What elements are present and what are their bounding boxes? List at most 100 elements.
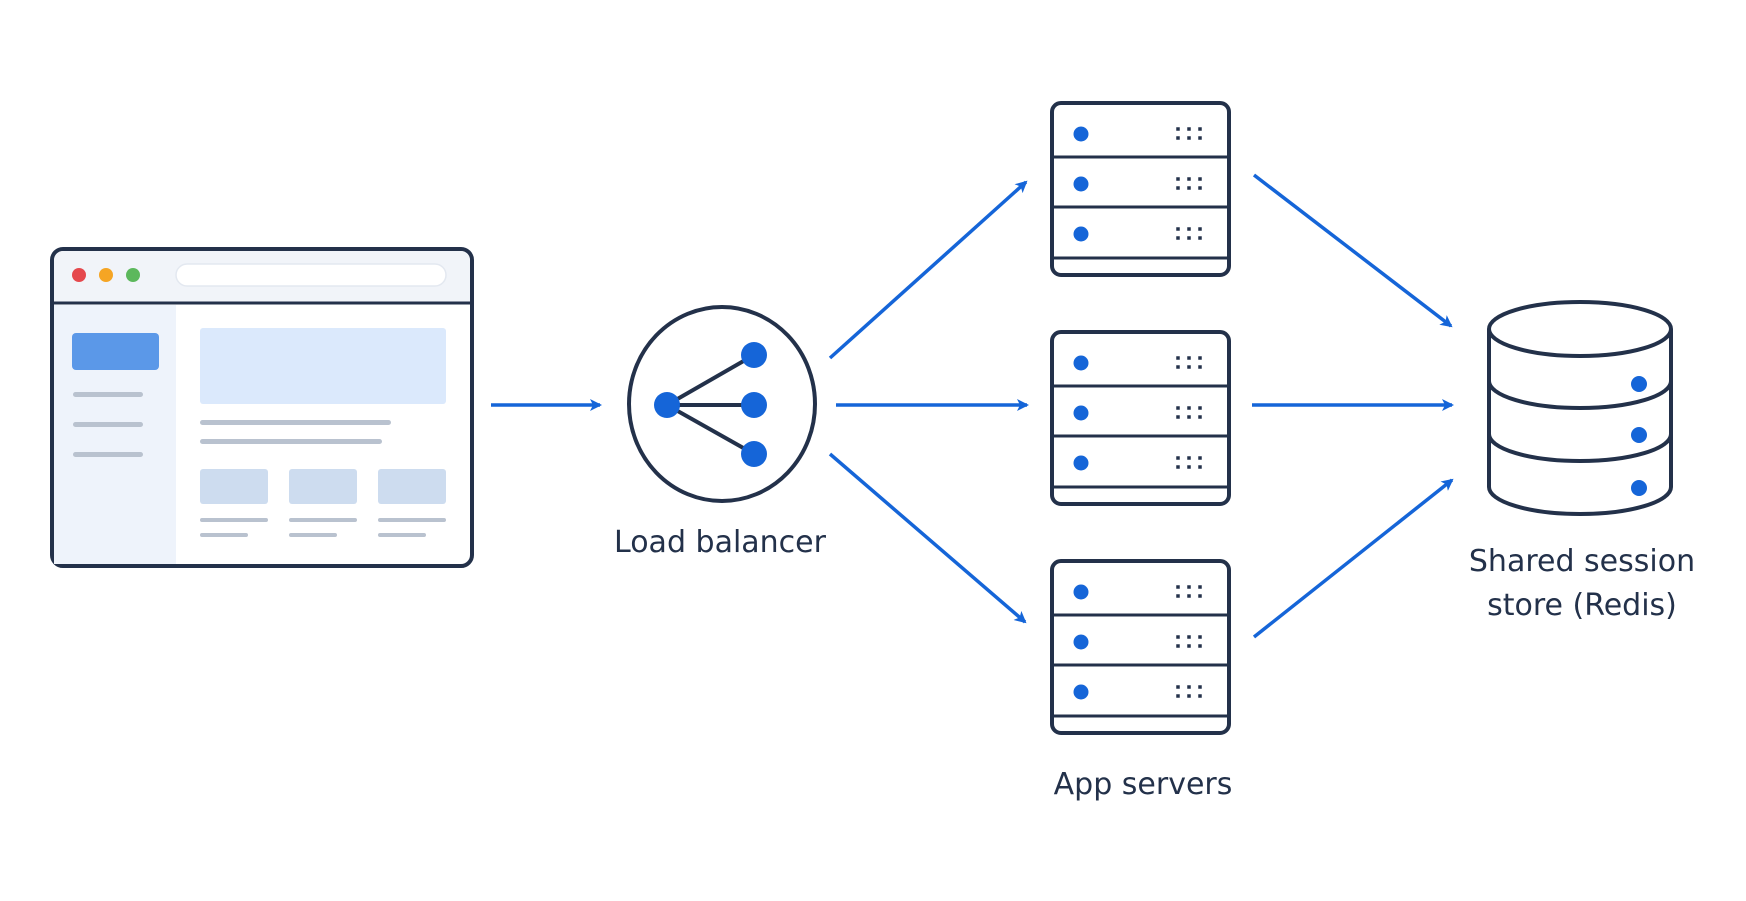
- vent-dot: [1187, 127, 1191, 131]
- vent-dot: [1198, 644, 1202, 648]
- vent-dot: [1187, 406, 1191, 410]
- server-status-led: [1073, 584, 1089, 600]
- vent-dot: [1176, 644, 1180, 648]
- address-bar: [175, 263, 447, 287]
- server-status-led: [1073, 355, 1089, 371]
- vent-dot: [1176, 177, 1180, 181]
- balancer-target-node: [741, 441, 767, 467]
- load-balancer-label: Load balancer: [614, 525, 826, 560]
- vent-dot: [1198, 635, 1202, 639]
- vent-dot: [1176, 585, 1180, 589]
- vent-dot: [1176, 456, 1180, 460]
- text-line: [200, 439, 382, 444]
- vent-dot: [1176, 136, 1180, 140]
- vent-dot: [1198, 356, 1202, 360]
- vent-dot: [1198, 127, 1202, 131]
- load-balancer-icon: [627, 305, 817, 503]
- server-status-led: [1073, 455, 1089, 471]
- server-status-led: [1073, 405, 1089, 421]
- server-rack-icon: [1050, 559, 1231, 735]
- arrow-app-server-1-to-store: [1252, 173, 1453, 328]
- vent-dot: [1176, 415, 1180, 419]
- server-rack-icon: [1050, 101, 1231, 277]
- server-status-led: [1073, 126, 1089, 142]
- vent-dot: [1187, 136, 1191, 140]
- db-indicator-dot: [1631, 427, 1647, 443]
- browser-window-icon: [50, 247, 474, 568]
- window-maximize-dot: [126, 268, 140, 282]
- vent-dot: [1187, 465, 1191, 469]
- vent-dot: [1198, 465, 1202, 469]
- arrow-load-balancer-to-app-server-3: [828, 452, 1027, 624]
- balancer-target-node: [741, 392, 767, 418]
- db-indicator-dot: [1631, 480, 1647, 496]
- vent-dot: [1198, 585, 1202, 589]
- server-status-led: [1073, 684, 1089, 700]
- app-servers-label: App servers: [1053, 767, 1233, 802]
- vent-dot: [1187, 644, 1191, 648]
- vent-dot: [1187, 236, 1191, 240]
- server-rack-icon: [1050, 330, 1231, 506]
- window-minimize-dot: [99, 268, 113, 282]
- vent-dot: [1176, 594, 1180, 598]
- vent-dot: [1176, 406, 1180, 410]
- vent-dot: [1187, 177, 1191, 181]
- server-status-led: [1073, 176, 1089, 192]
- server-status-led: [1073, 634, 1089, 650]
- vent-dot: [1176, 127, 1180, 131]
- database-icon: [1487, 300, 1673, 516]
- vent-dot: [1187, 694, 1191, 698]
- vent-dot: [1187, 685, 1191, 689]
- vent-dot: [1198, 406, 1202, 410]
- vent-dot: [1198, 136, 1202, 140]
- vent-dot: [1176, 186, 1180, 190]
- card-caption-line: [289, 533, 337, 537]
- sidebar-active-item: [72, 333, 159, 370]
- text-line: [200, 420, 391, 425]
- vent-dot: [1198, 365, 1202, 369]
- vent-dot: [1176, 694, 1180, 698]
- vent-dot: [1187, 635, 1191, 639]
- vent-dot: [1176, 685, 1180, 689]
- vent-dot: [1198, 227, 1202, 231]
- session-store-label-line-1: Shared session: [1468, 544, 1696, 579]
- vent-dot: [1176, 356, 1180, 360]
- vent-dot: [1187, 227, 1191, 231]
- vent-dot: [1187, 365, 1191, 369]
- vent-dot: [1176, 227, 1180, 231]
- vent-dot: [1176, 365, 1180, 369]
- card-caption-line: [378, 533, 426, 537]
- connectors: [491, 173, 1454, 639]
- balancer-source-node: [654, 392, 680, 418]
- sidebar-line: [73, 392, 143, 397]
- vent-dot: [1187, 415, 1191, 419]
- vent-dot: [1198, 415, 1202, 419]
- vent-dot: [1187, 585, 1191, 589]
- vent-dot: [1198, 694, 1202, 698]
- arrow-load-balancer-to-app-server-1: [828, 180, 1028, 360]
- window-close-dot: [72, 268, 86, 282]
- card-caption-line: [289, 518, 357, 522]
- content-card: [200, 469, 268, 504]
- balancer-target-node: [741, 342, 767, 368]
- vent-dot: [1198, 685, 1202, 689]
- content-card: [378, 469, 446, 504]
- db-indicator-dot: [1631, 376, 1647, 392]
- sidebar-line: [73, 452, 143, 457]
- vent-dot: [1187, 356, 1191, 360]
- sidebar-line: [73, 422, 143, 427]
- app-servers-group: [1050, 101, 1231, 735]
- vent-dot: [1198, 177, 1202, 181]
- card-caption-line: [200, 518, 268, 522]
- vent-dot: [1176, 465, 1180, 469]
- vent-dot: [1187, 186, 1191, 190]
- vent-dot: [1176, 635, 1180, 639]
- vent-dot: [1198, 456, 1202, 460]
- vent-dot: [1198, 594, 1202, 598]
- session-store-label-line-2: store (Redis): [1487, 588, 1677, 623]
- content-card: [289, 469, 357, 504]
- arrow-app-server-3-to-store: [1252, 478, 1454, 639]
- card-caption-line: [200, 533, 248, 537]
- vent-dot: [1198, 186, 1202, 190]
